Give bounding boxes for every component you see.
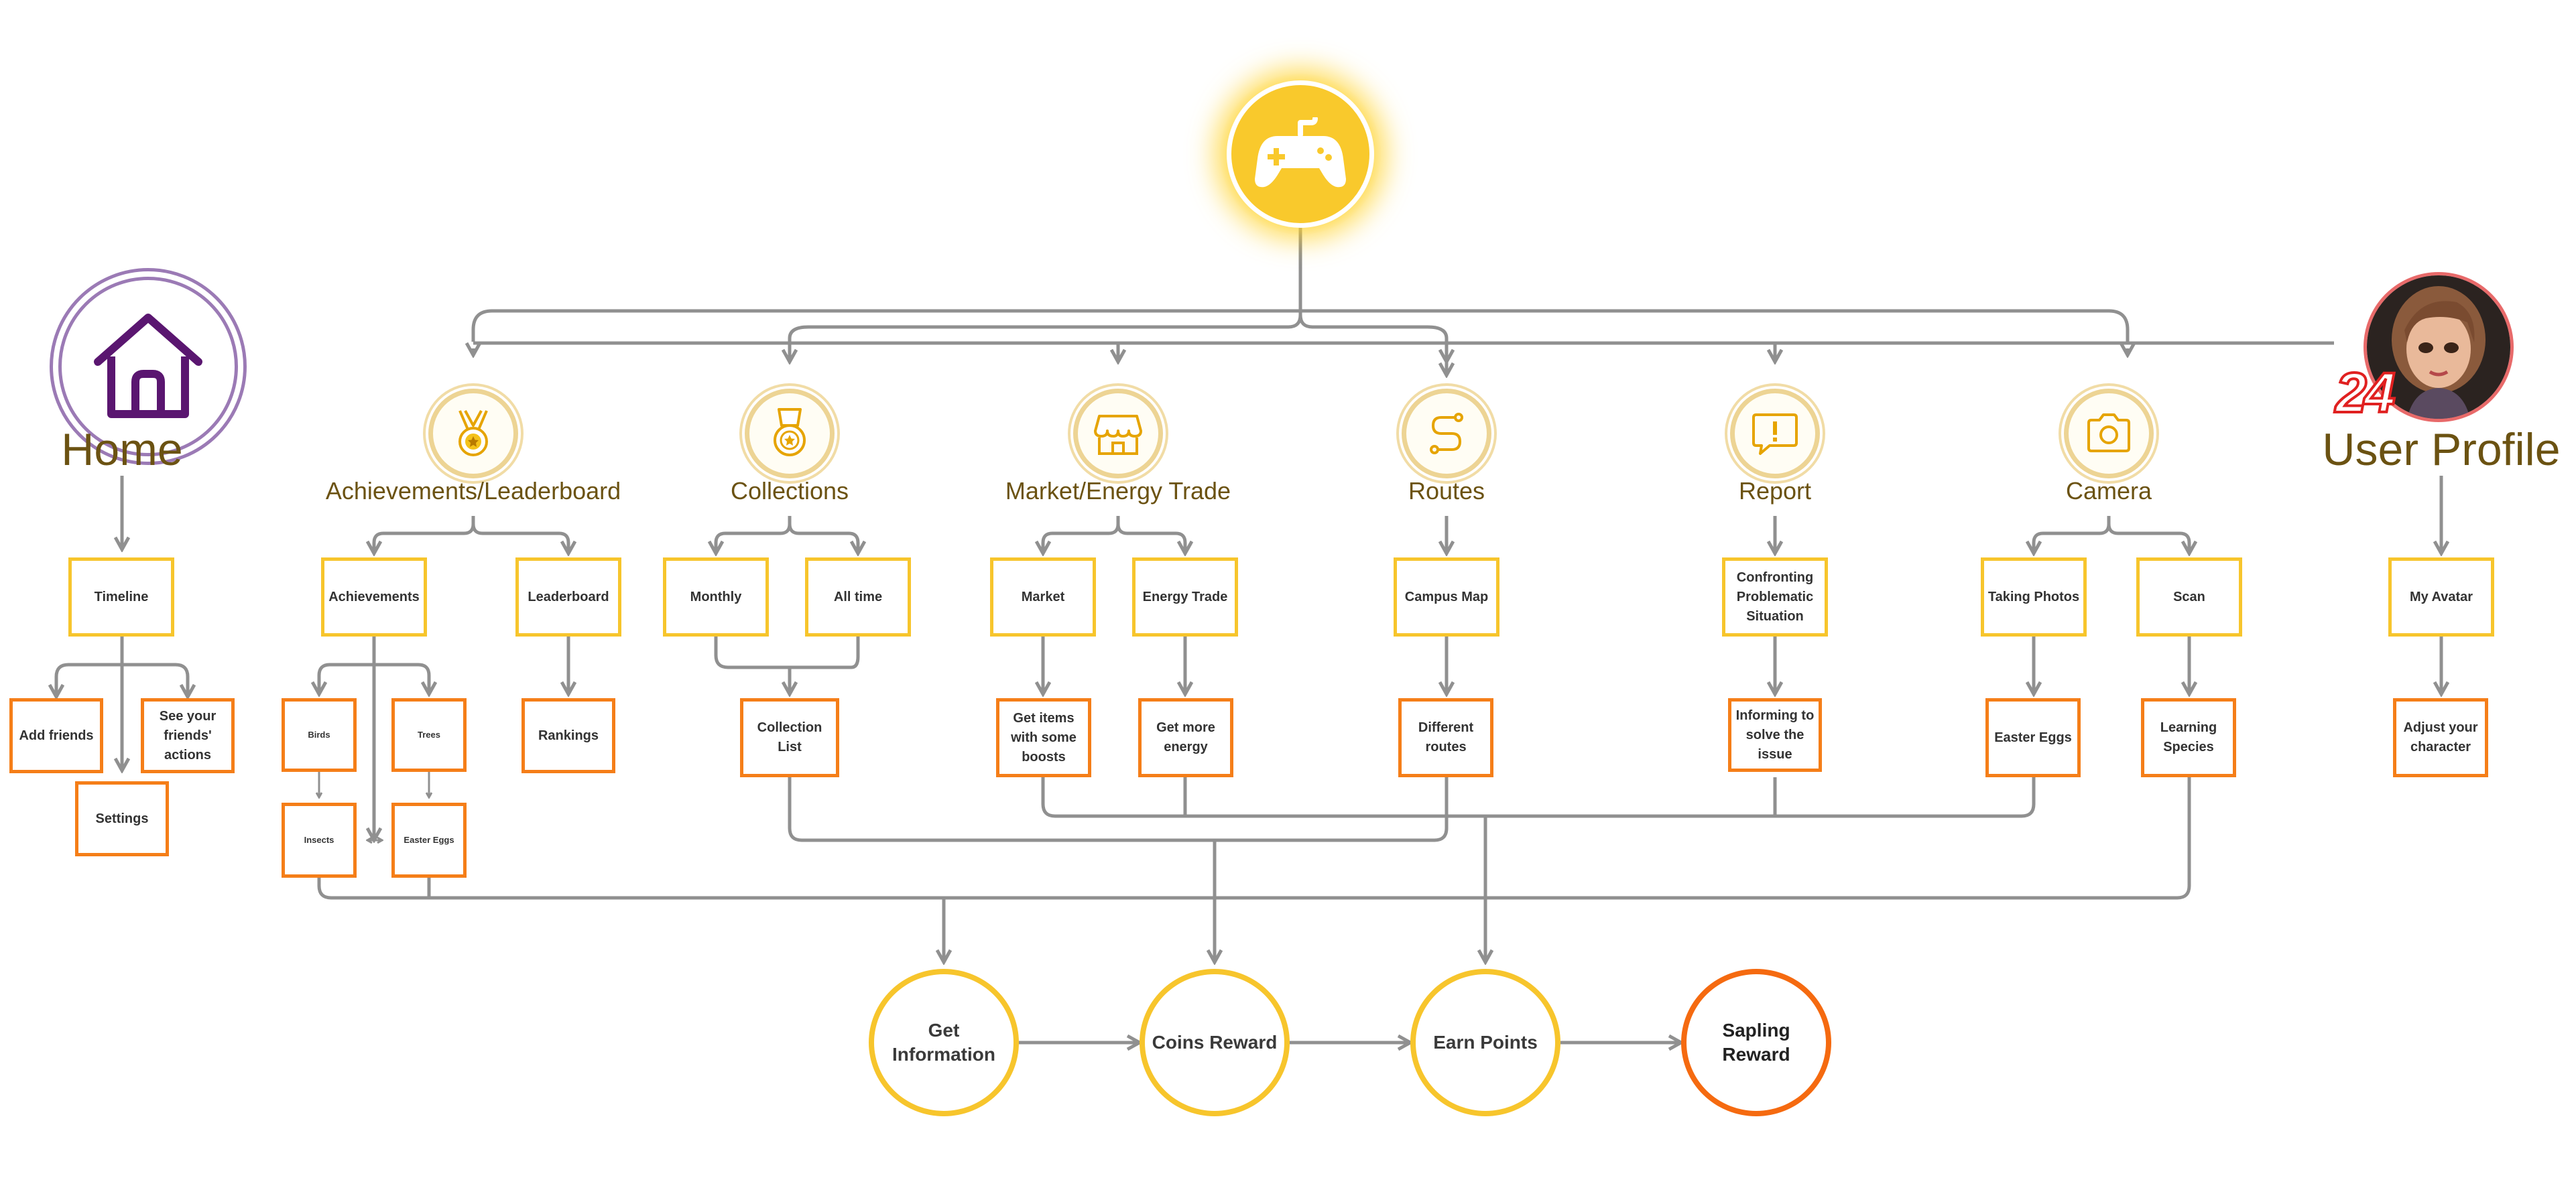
storefront-icon [1094, 415, 1142, 455]
get-information-node[interactable]: Get Information [869, 969, 1019, 1116]
report-bubble-icon [1752, 413, 1798, 455]
collections-node[interactable] [745, 389, 835, 478]
routes-title: Routes [1408, 477, 1485, 505]
taking-photos-box[interactable]: Taking Photos [1981, 557, 2087, 637]
routes-node[interactable] [1402, 389, 1491, 478]
home-title: Home [61, 424, 183, 475]
problematic-situation-box[interactable]: Confronting Problematic Situation [1722, 557, 1828, 637]
market-node[interactable] [1073, 389, 1163, 478]
earn-points-node[interactable]: Earn Points [1410, 969, 1560, 1116]
game-controller-icon [1255, 117, 1346, 188]
energy-trade-box[interactable]: Energy Trade [1132, 557, 1238, 637]
avatar-portrait[interactable] [2364, 272, 2514, 422]
collection-list-box[interactable]: Collection List [740, 698, 839, 777]
route-icon [1430, 413, 1463, 454]
market-title: Market/Energy Trade [1005, 477, 1231, 505]
coins-reward-node[interactable]: Coins Reward [1140, 969, 1290, 1116]
monthly-box[interactable]: Monthly [663, 557, 769, 637]
user-profile-title: User Profile [2322, 424, 2561, 475]
camera-icon [2087, 413, 2130, 452]
more-energy-box[interactable]: Get more energy [1138, 698, 1233, 777]
report-node[interactable] [1730, 389, 1820, 478]
my-avatar-box[interactable]: My Avatar [2388, 557, 2494, 637]
avatar-image [2367, 275, 2510, 419]
timeline-box[interactable]: Timeline [68, 557, 174, 637]
settings-box[interactable]: Settings [75, 781, 169, 856]
insects-box[interactable]: Insects [282, 803, 357, 878]
achievements-node[interactable] [428, 389, 518, 478]
home-node[interactable] [50, 268, 247, 465]
learning-species-box[interactable]: Learning Species [2141, 698, 2236, 777]
camera-title: Camera [2065, 477, 2152, 505]
collections-title: Collections [730, 477, 849, 505]
profile-badge-number: 24 [2334, 360, 2396, 425]
informing-issue-box[interactable]: Informing to solve the issue [1728, 698, 1822, 772]
rankings-box[interactable]: Rankings [522, 698, 615, 773]
market-box[interactable]: Market [990, 557, 1096, 637]
house-icon [94, 314, 202, 418]
achievement-easter-eggs-box[interactable]: Easter Eggs [391, 803, 467, 878]
badge-icon [774, 408, 806, 456]
game-controller-node[interactable] [1227, 80, 1374, 228]
camera-node[interactable] [2064, 389, 2154, 478]
achievements-box[interactable]: Achievements [321, 557, 427, 637]
add-friends-box[interactable]: Add friends [9, 698, 103, 773]
boost-items-box[interactable]: Get items with some boosts [996, 698, 1091, 777]
all-time-box[interactable]: All time [805, 557, 911, 637]
achievements-title: Achievements/Leaderboard [325, 477, 621, 505]
sapling-reward-node[interactable]: Sapling Reward [1681, 969, 1831, 1116]
adjust-character-box[interactable]: Adjust your character [2393, 698, 2488, 777]
scan-box[interactable]: Scan [2136, 557, 2242, 637]
report-title: Report [1738, 477, 1812, 505]
medal-icon [458, 410, 488, 456]
camera-easter-eggs-box[interactable]: Easter Eggs [1985, 698, 2081, 777]
campus-map-box[interactable]: Campus Map [1394, 557, 1499, 637]
friends-actions-box[interactable]: See your friends' actions [141, 698, 235, 773]
leaderboard-box[interactable]: Leaderboard [515, 557, 621, 637]
trees-box[interactable]: Trees [391, 698, 467, 772]
different-routes-box[interactable]: Different routes [1398, 698, 1493, 777]
birds-box[interactable]: Birds [282, 698, 357, 772]
